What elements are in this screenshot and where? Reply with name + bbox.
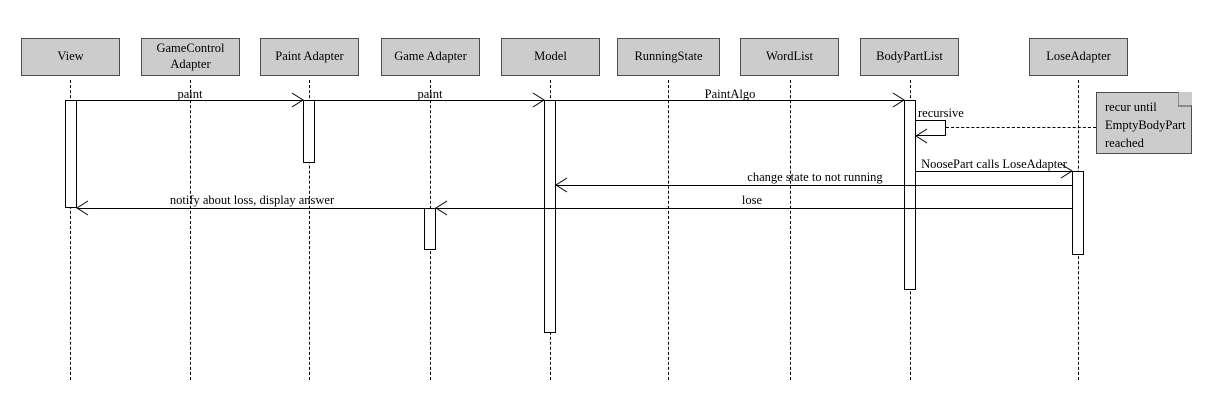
participant-box-word-list[interactable]: WordList [740,38,839,76]
participant-label-word-list: WordList [766,49,813,64]
message-label-change-state: change state to not running [747,170,883,184]
participant-label-lose-adapter: LoseAdapter [1046,49,1111,64]
participant-box-paint-adapter[interactable]: Paint Adapter [260,38,359,76]
message-line-lose [77,208,1072,209]
participant-label-model: Model [534,49,567,64]
message-label-paint-1: paint [177,87,203,101]
activation-bar-game-adapter [424,208,436,250]
note-recur-until-empty-body-part: recur until EmptyBodyPart reached [1096,92,1192,154]
activation-bar-view [65,100,77,208]
lifeline-gamecontrol [190,80,191,380]
message-label-paint-2: paint [417,87,443,101]
lifeline-paint-adapter [309,80,310,380]
participant-label-paint-adapter: Paint Adapter [275,49,344,64]
activation-bar-body-part-list [904,100,916,290]
participant-label-view: View [57,49,84,64]
message-line-paintalgo [556,100,904,101]
message-line-paint-1 [77,100,303,101]
participant-box-game-adapter[interactable]: Game Adapter [381,38,480,76]
self-call-loop-recursive [916,120,946,136]
participant-label-game-adapter: Game Adapter [394,49,467,64]
message-label-lose: lose [741,193,763,207]
participant-label-running-state: RunningState [634,49,703,64]
participant-box-lose-adapter[interactable]: LoseAdapter [1029,38,1128,76]
participant-box-running-state[interactable]: RunningState [617,38,720,76]
activation-bar-model [544,100,556,333]
participant-label-body-part-list: BodyPartList [876,49,943,64]
participant-box-gamecontrol-adapter[interactable]: GameControl Adapter [141,38,240,76]
lifeline-word-list [790,80,791,380]
lifeline-view [70,80,71,380]
message-label-recursive: recursive [918,106,964,120]
participant-box-body-part-list[interactable]: BodyPartList [860,38,959,76]
message-label-notify-about-loss: notify about loss, display answer [169,193,335,207]
participant-box-model[interactable]: Model [501,38,600,76]
message-line-paint-2 [315,100,544,101]
message-line-noose-part [916,171,1072,172]
lifeline-running-state [668,80,669,380]
participant-label-gamecontrol-adapter: GameControl Adapter [156,41,225,71]
activation-bar-paint-adapter [303,100,315,163]
participant-box-view[interactable]: View [21,38,120,76]
message-label-noose-part: NoosePart calls LoseAdapter [921,157,1067,171]
message-line-change-state [556,185,1072,186]
activation-bar-lose-adapter [1072,171,1084,255]
message-label-paintalgo: PaintAlgo [704,87,756,101]
note-connector-line [946,127,1096,128]
